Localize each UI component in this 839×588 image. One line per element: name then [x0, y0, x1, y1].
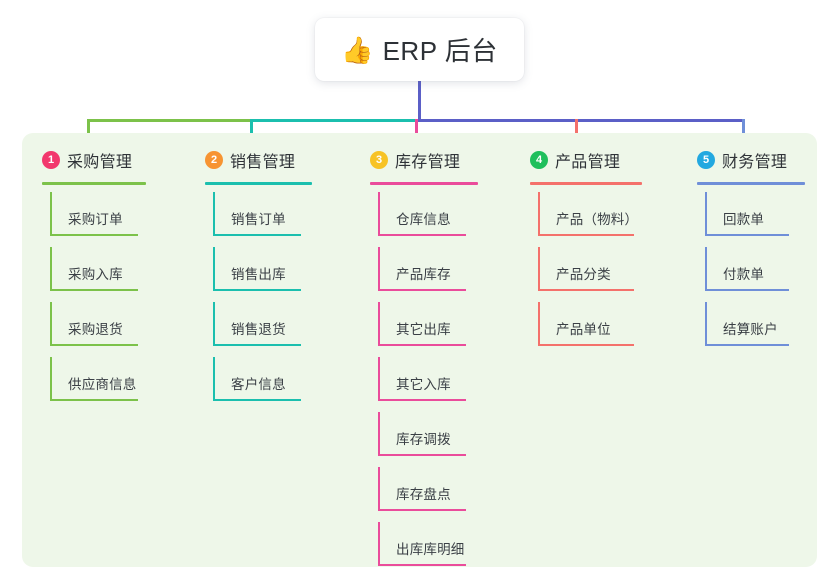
thumbs-up-icon: 👍 — [341, 34, 374, 65]
module-header-rule — [370, 182, 478, 185]
module-item-rule — [378, 564, 466, 566]
module-title: 产品管理 — [555, 154, 621, 171]
module-title: 财务管理 — [722, 154, 788, 171]
module-item-rule — [538, 234, 634, 236]
module-item-rule — [378, 509, 466, 511]
module-item-rule — [378, 234, 466, 236]
module-header-rule — [42, 182, 146, 185]
module-column-5: 5 财务管理回款单付款单结算账户 — [697, 148, 805, 346]
module-number-badge: 4 — [530, 151, 548, 169]
module-item-label: 结算账户 — [723, 322, 778, 337]
module-column-2: 2 销售管理销售订单销售出库销售退货客户信息 — [205, 148, 312, 401]
module-item-rule — [213, 234, 301, 236]
module-header-3[interactable]: 3 库存管理 — [370, 148, 460, 172]
item-connector-stem — [538, 302, 540, 345]
module-item-rule — [378, 454, 466, 456]
module-item-label: 仓库信息 — [396, 212, 451, 227]
module-item-rule — [538, 289, 634, 291]
connector-segment-2 — [250, 119, 418, 122]
module-item-label: 采购退货 — [68, 322, 123, 337]
item-connector-stem — [538, 247, 540, 290]
module-item-rule — [538, 344, 634, 346]
module-item-rule — [50, 289, 138, 291]
module-item-rule — [378, 289, 466, 291]
root-title: ERP 后台 — [382, 36, 498, 66]
module-item-label: 销售退货 — [231, 322, 286, 337]
module-number-badge: 2 — [205, 151, 223, 169]
module-item-label: 付款单 — [723, 267, 765, 282]
module-item-label: 产品库存 — [396, 267, 451, 282]
module-item-label: 库存盘点 — [396, 487, 451, 502]
item-connector-stem — [705, 192, 707, 235]
module-item-rule — [705, 289, 789, 291]
item-connector-stem — [705, 302, 707, 345]
module-item-rule — [705, 344, 789, 346]
connector-segment-root — [415, 119, 745, 122]
connector-segment-1 — [87, 119, 253, 122]
module-item-rule — [213, 344, 301, 346]
module-item-label: 其它入库 — [396, 377, 451, 392]
module-header-rule — [530, 182, 642, 185]
item-connector-stem — [538, 192, 540, 235]
module-header-1[interactable]: 1 采购管理 — [42, 148, 132, 172]
module-item-label: 产品单位 — [556, 322, 611, 337]
module-item-label: 回款单 — [723, 212, 765, 227]
modules-panel — [22, 133, 817, 567]
module-item-label: 产品分类 — [556, 267, 611, 282]
module-header-rule — [697, 182, 805, 185]
module-item-label: 销售订单 — [231, 212, 286, 227]
item-connector-stem — [378, 467, 380, 510]
connector-root-stem — [418, 81, 421, 122]
item-connector-stem — [378, 192, 380, 235]
item-connector-stem — [213, 302, 215, 345]
module-header-5[interactable]: 5 财务管理 — [697, 148, 787, 172]
module-number-badge: 5 — [697, 151, 715, 169]
item-connector-stem — [50, 192, 52, 235]
module-item-rule — [378, 344, 466, 346]
module-item-rule — [705, 234, 789, 236]
item-connector-stem — [50, 247, 52, 290]
module-item-label: 客户信息 — [231, 377, 286, 392]
module-item-label: 供应商信息 — [68, 377, 137, 392]
item-connector-stem — [213, 357, 215, 400]
module-item-rule — [50, 344, 138, 346]
item-connector-stem — [378, 247, 380, 290]
module-item-rule — [378, 399, 466, 401]
module-item-label: 采购订单 — [68, 212, 123, 227]
item-connector-stem — [50, 357, 52, 400]
module-item-label: 产品（物料） — [556, 212, 639, 227]
module-item-rule — [213, 289, 301, 291]
module-item-label: 其它出库 — [396, 322, 451, 337]
item-connector-stem — [378, 522, 380, 565]
root-node-content: 👍 ERP 后台 — [341, 31, 498, 68]
module-header-4[interactable]: 4 产品管理 — [530, 148, 620, 172]
module-title: 销售管理 — [230, 154, 296, 171]
module-item-label: 出库库明细 — [396, 542, 465, 557]
module-title: 采购管理 — [67, 154, 133, 171]
module-item-label: 库存调拨 — [396, 432, 451, 447]
item-connector-stem — [50, 302, 52, 345]
module-column-3: 3 库存管理仓库信息产品库存其它出库其它入库库存调拨库存盘点出库库明细 — [370, 148, 478, 566]
module-item-rule — [50, 399, 138, 401]
module-header-2[interactable]: 2 销售管理 — [205, 148, 295, 172]
item-connector-stem — [378, 302, 380, 345]
root-node[interactable]: 👍 ERP 后台 — [315, 18, 524, 81]
module-item-rule — [213, 399, 301, 401]
module-item-rule — [50, 234, 138, 236]
item-connector-stem — [213, 247, 215, 290]
module-column-4: 4 产品管理产品（物料） 产品分类产品单位 — [530, 148, 642, 346]
item-connector-stem — [378, 412, 380, 455]
item-connector-stem — [213, 192, 215, 235]
module-title: 库存管理 — [395, 154, 461, 171]
item-connector-stem — [705, 247, 707, 290]
module-item-label: 销售出库 — [231, 267, 286, 282]
module-number-badge: 1 — [42, 151, 60, 169]
module-number-badge: 3 — [370, 151, 388, 169]
module-item-label: 采购入库 — [68, 267, 123, 282]
module-column-1: 1 采购管理采购订单采购入库采购退货供应商信息 — [42, 148, 146, 401]
item-connector-stem — [378, 357, 380, 400]
module-header-rule — [205, 182, 312, 185]
